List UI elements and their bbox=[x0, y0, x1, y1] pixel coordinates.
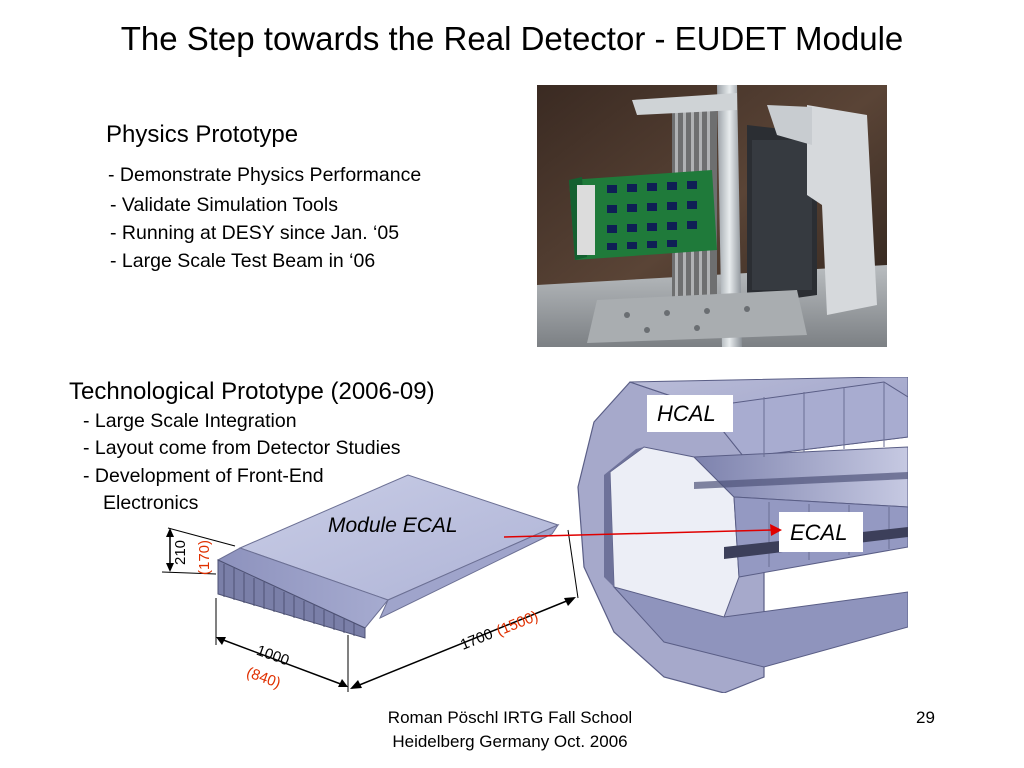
slide-title: The Step towards the Real Detector - EUD… bbox=[120, 20, 904, 57]
physics-heading: Physics Prototype bbox=[106, 121, 299, 148]
ecal-module-drawing bbox=[161, 474, 579, 692]
physics-bullet: - Validate Simulation Tools bbox=[110, 194, 338, 216]
techno-bullet: - Large Scale Integration bbox=[83, 410, 297, 432]
prototype-photo bbox=[537, 85, 887, 347]
physics-bullet: - Demonstrate Physics Performance bbox=[108, 164, 422, 186]
techno-bullet: - Layout come from Detector Studies bbox=[83, 437, 401, 459]
module-ecal-arrow bbox=[503, 524, 782, 538]
footer-line-2: Heidelberg Germany Oct. 2006 bbox=[392, 732, 628, 751]
page-number: 29 bbox=[916, 708, 935, 727]
ecal-label-box bbox=[779, 512, 863, 552]
techno-bullet: - Development of Front-End bbox=[83, 465, 324, 487]
physics-bullet: - Running at DESY since Jan. ‘05 bbox=[110, 222, 400, 244]
ecal-label: ECAL bbox=[790, 520, 848, 545]
module-ecal-label: Module ECAL bbox=[328, 514, 458, 537]
physics-bullet: - Large Scale Test Beam in ‘06 bbox=[110, 250, 376, 272]
hcal-label-box bbox=[647, 395, 733, 432]
height-dim-label: 210 bbox=[172, 539, 189, 565]
techno-bullet: Electronics bbox=[103, 492, 199, 514]
footer-line-1: Roman Pöschl IRTG Fall School bbox=[387, 708, 633, 727]
hcal-label: HCAL bbox=[657, 401, 716, 426]
techno-heading: Technological Prototype (2006-09) bbox=[69, 378, 435, 405]
height-dim-alt-label: (170) bbox=[196, 539, 213, 575]
